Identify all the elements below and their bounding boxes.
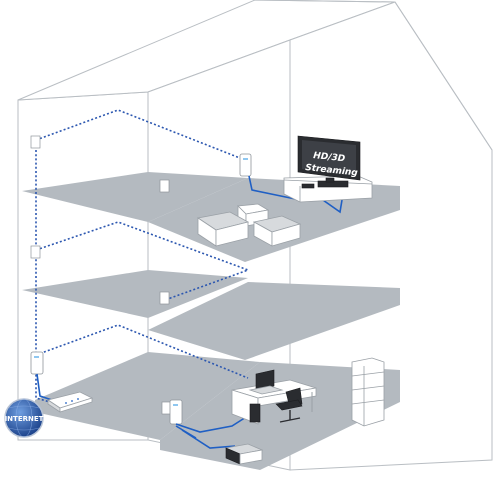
wall-sockets xyxy=(30,135,172,415)
pc-tower xyxy=(249,403,261,423)
network-paths xyxy=(35,109,251,403)
tv-setup: HD/3D Streaming xyxy=(248,135,373,214)
powerline-adapter-ground-center xyxy=(169,399,183,425)
router-cable xyxy=(36,373,53,401)
office-setup xyxy=(175,357,385,465)
laptop-screen xyxy=(255,369,275,391)
internet-globe: INTERNET xyxy=(4,398,44,438)
socket-top-left xyxy=(30,135,41,149)
router-front xyxy=(59,397,93,413)
tv-text-line1: HD/3D xyxy=(313,151,346,164)
ground-floor-right xyxy=(160,362,400,470)
middle-floor-left xyxy=(22,270,248,318)
office-cable-extra xyxy=(175,425,197,439)
office-chair-seat xyxy=(275,399,303,411)
sofa-left-front xyxy=(215,221,249,247)
powerline-adapter-ground-left xyxy=(30,351,44,375)
router xyxy=(36,373,94,413)
socket-middle-center xyxy=(159,291,170,305)
tv-foot xyxy=(325,177,335,183)
office-cable-desk xyxy=(175,411,255,433)
powerline-adapter-top xyxy=(239,153,252,177)
living-room-furniture xyxy=(196,203,302,247)
armchair-right-front xyxy=(271,223,301,247)
set-top-box xyxy=(301,183,315,189)
bookshelf xyxy=(351,357,385,427)
laptop-base xyxy=(248,385,284,395)
internet-label: INTERNET xyxy=(5,415,44,423)
upper-network-link xyxy=(35,109,246,161)
ground-floor-left xyxy=(35,352,260,440)
socket-top-center xyxy=(159,179,170,193)
socket-middle-left xyxy=(30,245,41,259)
middle-floor-right xyxy=(148,282,400,360)
roof-ridge xyxy=(254,0,396,3)
roof-right-edge xyxy=(394,1,493,151)
middle-network-link xyxy=(35,221,251,301)
ground-network-link xyxy=(35,324,249,379)
top-floor-left xyxy=(22,172,248,222)
printer-front xyxy=(239,449,263,465)
tv-screen-inner xyxy=(302,140,356,176)
